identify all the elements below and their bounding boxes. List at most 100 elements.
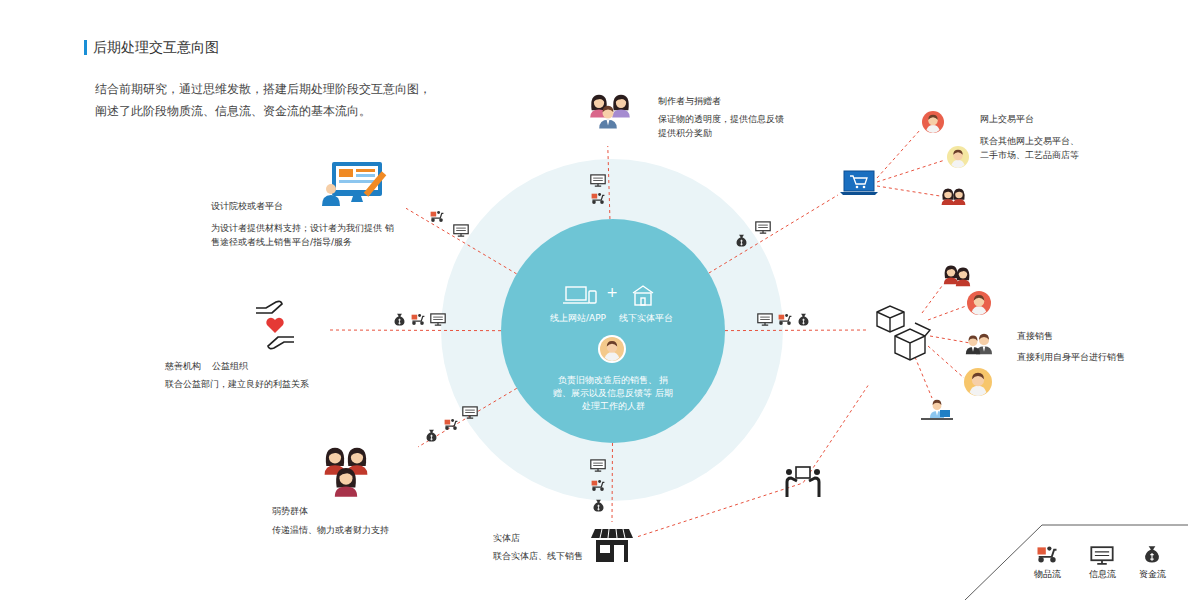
page-title: 后期处理交互意向图: [93, 38, 293, 56]
leader-lines: [877, 186, 940, 196]
flow-markers: [591, 175, 605, 186]
platform-people: [942, 189, 955, 206]
legend-label: 物品流: [1027, 567, 1067, 581]
node-heading: 直接销售: [1017, 329, 1117, 343]
node-heading: 实体店: [493, 531, 583, 545]
dashed-connector: [330, 330, 501, 332]
center-icons: [633, 286, 653, 293]
design-icon: [339, 169, 353, 177]
women-icon: [335, 468, 357, 497]
women-icon: [325, 448, 368, 497]
handshake-icon: [786, 469, 792, 475]
node-text: 联合实体店、线下销售: [493, 549, 591, 563]
leader-lines: [930, 336, 970, 343]
flow-markers: [737, 235, 747, 247]
node-text: 公益组织: [212, 359, 257, 373]
dashed-connector: [418, 388, 517, 447]
boxes-icon: [895, 323, 930, 360]
legend-icons: [1091, 547, 1112, 564]
flow-markers: [591, 460, 605, 471]
store-icon: [591, 529, 633, 562]
flow-markers: [427, 430, 437, 442]
center-icons: [589, 291, 596, 303]
hub-circle-fill: [501, 219, 725, 443]
flow-markers: [412, 314, 425, 325]
laptop-cart-icon: [840, 192, 878, 195]
flow-markers: [758, 314, 772, 325]
handshake-icon: [814, 469, 820, 475]
laptop-cart-icon: [840, 171, 878, 195]
handshake-icon: [786, 467, 820, 497]
center-person: [598, 335, 626, 363]
page-caption: 结合前期研究，通过思维发散，搭建后期处理阶段交互意向图， 阐述了此阶段物质流、信…: [95, 78, 440, 122]
laptop-cart-icon: [850, 176, 867, 184]
store-icon: [614, 545, 624, 562]
legend-frame: [965, 525, 1188, 600]
boxes-icon: [877, 306, 904, 332]
center-icons: [563, 302, 589, 303]
store-icon: [600, 529, 625, 538]
design-icon: [356, 169, 375, 172]
legend-label: 信息流: [1082, 567, 1122, 581]
design-icon: [364, 171, 387, 196]
design-icon: [339, 180, 375, 183]
legend-label: 资金流: [1132, 567, 1172, 581]
design-icon: [322, 162, 386, 206]
flow-markers: [395, 175, 809, 512]
leader-lines: [877, 130, 920, 178]
flow-markers: [779, 314, 792, 325]
node-text: 负责旧物改造后的销售、 捐赠、展示以及信息反馈等 后期处理工作的人群: [553, 374, 673, 413]
sales-people: [964, 368, 992, 396]
platform-people: [922, 111, 944, 133]
center-icons: [641, 298, 645, 305]
flow-markers: [463, 407, 477, 418]
legend-icons: [1038, 546, 1159, 564]
boxes-icon: [877, 312, 904, 332]
legend-icons: [1145, 546, 1159, 562]
donor-icon: [612, 95, 630, 118]
node-text: 传递温情、物力或者财力支持: [272, 523, 412, 537]
node-heading: 制作者与捐赠者: [658, 94, 768, 108]
leader-lines: [877, 130, 970, 398]
flow-markers: [454, 225, 468, 236]
hands-heart-icon: [266, 318, 283, 333]
dashed-connector: [709, 195, 838, 273]
design-icon: [351, 196, 363, 202]
platform-people: [947, 146, 969, 168]
sales-people: [966, 336, 980, 355]
flow-markers: [395, 314, 405, 326]
leader-lines: [922, 286, 942, 313]
node-heading: 弱势群体: [272, 504, 372, 518]
design-icon: [356, 174, 375, 177]
node-text: +: [602, 285, 622, 299]
design-icon: [332, 162, 382, 196]
flow-markers: [431, 211, 444, 222]
donor-icon: [599, 106, 617, 129]
node-heading: 线上网站/APP: [536, 311, 620, 325]
hands-heart-icon: [256, 301, 282, 313]
leader-lines: [928, 306, 966, 320]
leader-lines: [877, 160, 945, 182]
hands-heart-icon: [268, 337, 294, 349]
platform-people: [922, 111, 969, 205]
flow-markers: [756, 222, 770, 233]
leader-lines: [915, 357, 932, 398]
center-person: [600, 337, 624, 361]
dashed-connector: [608, 146, 610, 219]
laptop-cart-icon: [863, 186, 866, 189]
node-heading: 设计院校或者平台: [211, 199, 331, 213]
node-text: 联合其他网上交易平台、 二手市场、工艺品商店等: [980, 134, 1084, 162]
flow-markers: [445, 419, 458, 430]
title-bar: [84, 40, 87, 55]
sales-people: [940, 410, 950, 417]
leader-lines: [928, 346, 964, 378]
sales-people: [944, 266, 958, 285]
flow-markers: [592, 193, 605, 204]
partner-node: 慈善机构公益组织联合公益部门，建立良好的利益关系: [160, 295, 330, 395]
node-text: 保证物的透明度，提供信息反馈 提供积分奖励: [658, 112, 790, 140]
center-icons: [566, 287, 586, 300]
sales-people: [967, 291, 991, 315]
hands-heart-icon: [256, 301, 294, 348]
store-icon: [591, 529, 633, 538]
